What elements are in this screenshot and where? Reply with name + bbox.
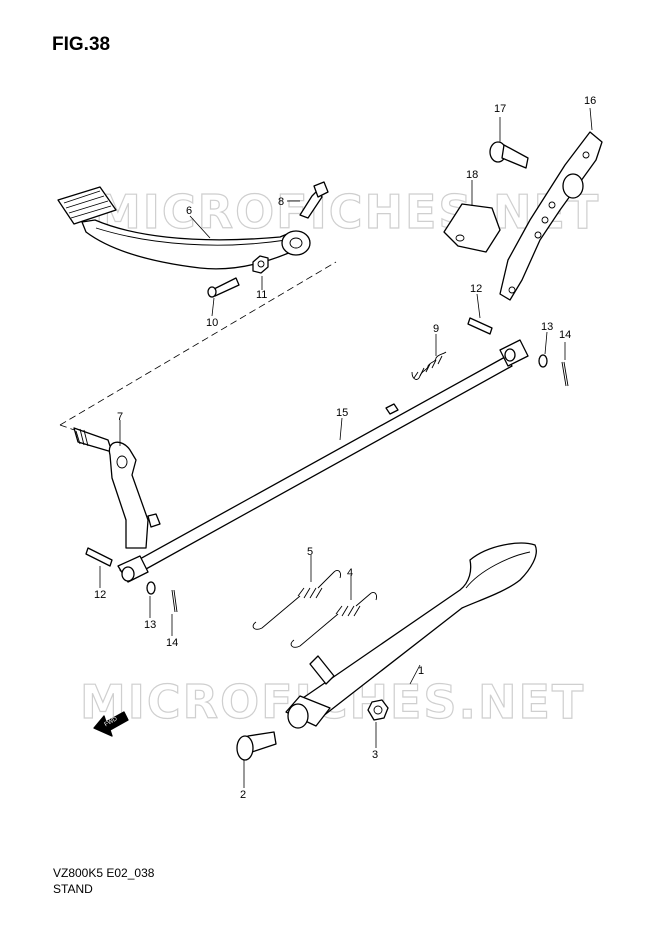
bolt-2 xyxy=(236,731,277,761)
spring-4 xyxy=(290,591,377,648)
side-stand xyxy=(285,542,537,729)
callout-5: 5 xyxy=(307,546,313,558)
brake-pedal xyxy=(57,186,311,270)
pin-12-bottom xyxy=(85,547,113,567)
callout-16: 16 xyxy=(584,95,596,107)
nut-11 xyxy=(252,255,269,274)
callout-3: 3 xyxy=(372,749,378,761)
washer-13-bottom xyxy=(146,581,156,595)
callout-1: 1 xyxy=(418,665,424,677)
bolt-17 xyxy=(489,141,529,169)
callout-14-top: 14 xyxy=(559,329,571,341)
section-name: STAND xyxy=(53,882,93,896)
callout-7: 7 xyxy=(117,411,123,423)
rubber-stopper xyxy=(443,203,501,253)
stand-bracket xyxy=(499,131,603,301)
callout-11: 11 xyxy=(256,289,267,301)
model-code: VZ800K5 E02_038 xyxy=(53,866,155,880)
reference-line xyxy=(59,261,337,426)
callout-17: 17 xyxy=(494,103,506,115)
bolt-10 xyxy=(207,277,240,298)
callout-12-bottom: 12 xyxy=(94,589,106,601)
callout-6: 6 xyxy=(186,205,192,217)
callout-15: 15 xyxy=(336,407,348,419)
callout-13-bottom: 13 xyxy=(144,619,156,631)
callout-9: 9 xyxy=(433,323,439,335)
callout-2: 2 xyxy=(240,789,246,801)
cotter-pin-14-bottom xyxy=(171,589,178,613)
nut-3 xyxy=(367,699,389,721)
bolt-8 xyxy=(299,181,329,219)
callout-4: 4 xyxy=(347,567,353,579)
washer-13-top xyxy=(538,354,548,368)
callout-13-top: 13 xyxy=(541,321,553,333)
watermark-top: MICROFICHES.NET xyxy=(95,185,600,239)
callout-18: 18 xyxy=(466,169,478,181)
callout-10: 10 xyxy=(206,317,218,329)
pedal-lever xyxy=(73,427,161,549)
spring-9 xyxy=(411,351,447,380)
spring-5 xyxy=(252,569,341,630)
callout-14-bottom: 14 xyxy=(166,637,178,649)
pin-12-top xyxy=(467,317,493,335)
callout-8: 8 xyxy=(278,196,284,208)
callout-12-top: 12 xyxy=(470,283,482,295)
figure-title: FIG.38 xyxy=(52,34,111,55)
cotter-pin-14-top xyxy=(561,361,569,387)
stand-rod xyxy=(117,339,529,583)
